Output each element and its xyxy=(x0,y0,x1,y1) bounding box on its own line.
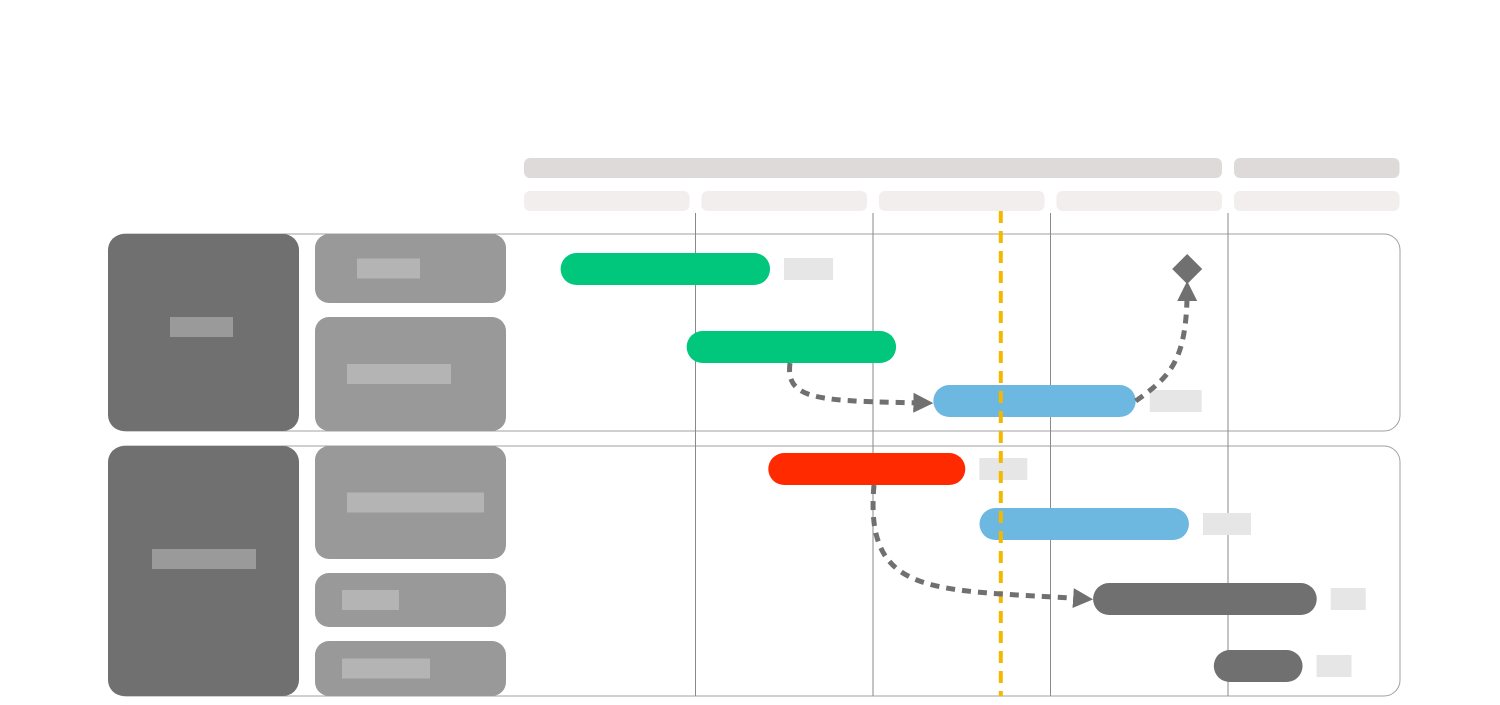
milestone-diamond-icon[interactable] xyxy=(1172,254,1203,284)
task-bar-t3[interactable] xyxy=(933,385,1136,417)
timeline-header-period-4 xyxy=(1056,191,1222,211)
task-bar-label-placeholder-t7 xyxy=(1316,655,1352,677)
task-bar-t1[interactable] xyxy=(560,253,771,285)
timeline-header-period-3 xyxy=(879,191,1045,211)
task-bar-label-placeholder-t4 xyxy=(979,458,1028,480)
task-bar-label-placeholder-t5 xyxy=(1202,513,1251,535)
task-label-placeholder-1-2 xyxy=(347,364,451,384)
group-label-block-2 xyxy=(108,446,299,696)
task-label-placeholder-2-1 xyxy=(347,492,484,513)
group-label-placeholder-2 xyxy=(152,549,256,569)
task-bar-t6[interactable] xyxy=(1093,583,1317,615)
task-bar-t2[interactable] xyxy=(686,331,897,363)
timeline-header-period-1 xyxy=(524,191,690,211)
task-bar-t4[interactable] xyxy=(768,453,966,485)
group-label-placeholder-1 xyxy=(170,317,233,337)
task-label-placeholder-2-2 xyxy=(342,590,399,610)
timeline-header-period-5 xyxy=(1234,191,1400,211)
task-label-placeholder-2-3 xyxy=(342,658,430,679)
timeline-header-top-2 xyxy=(1234,158,1400,178)
task-bar-label-placeholder-t3 xyxy=(1149,390,1202,412)
task-label-block-2-2 xyxy=(315,573,506,627)
timeline-header-top-1 xyxy=(524,158,1222,178)
task-label-placeholder-1-1 xyxy=(357,258,420,279)
task-bar-t7[interactable] xyxy=(1213,650,1303,682)
task-bar-label-placeholder-t6 xyxy=(1330,588,1366,610)
group-row-frame-2 xyxy=(109,445,1401,697)
task-bar-label-placeholder-t1 xyxy=(784,258,834,280)
timeline-header-period-2 xyxy=(701,191,867,211)
dependency-arrow-t3-m1 xyxy=(1134,281,1198,404)
task-bar-t5[interactable] xyxy=(979,508,1189,540)
dependency-arrow-t2-t3 xyxy=(787,362,934,413)
dependency-arrow-t4-t6 xyxy=(870,484,1094,609)
